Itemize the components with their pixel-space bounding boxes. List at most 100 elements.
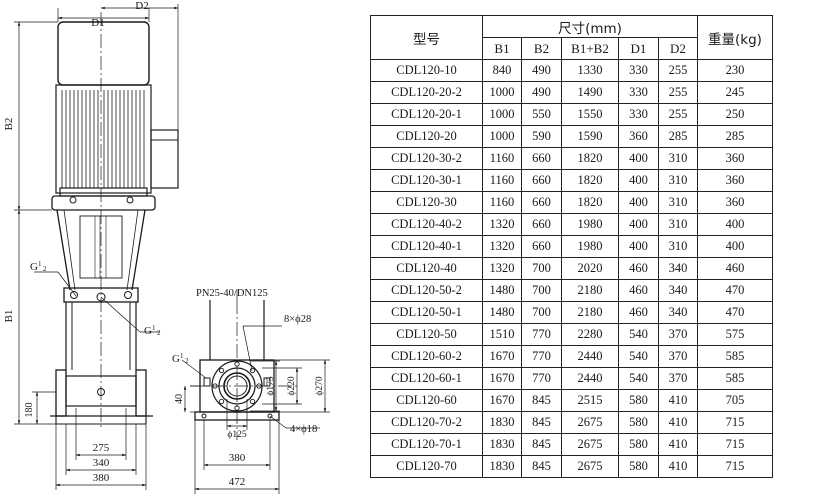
cell-b1: 1320 — [482, 235, 522, 258]
cell-d2: 410 — [658, 389, 698, 412]
cell-model: CDL120-10 — [370, 59, 483, 82]
cell-b1: 1160 — [482, 169, 522, 192]
motor-fins — [61, 90, 145, 188]
cell-model: CDL120-40 — [370, 257, 483, 280]
cell-weight: 715 — [697, 433, 773, 456]
cell-b1-b2: 2280 — [561, 323, 619, 346]
cell-model: CDL120-30-1 — [370, 169, 483, 192]
header-model: 型号 — [370, 15, 483, 60]
cell-b1: 1480 — [482, 279, 522, 302]
cell-b2: 770 — [521, 323, 562, 346]
label-base-holes: 4×ϕ18 — [290, 424, 317, 435]
pump-front-view — [50, 12, 179, 430]
cell-weight: 585 — [697, 345, 773, 368]
cell-d2: 285 — [658, 125, 698, 148]
cell-weight: 575 — [697, 323, 773, 346]
cell-model: CDL120-60-1 — [370, 367, 483, 390]
cell-model: CDL120-20-2 — [370, 81, 483, 104]
cell-weight: 705 — [697, 389, 773, 412]
cell-b2: 845 — [521, 433, 562, 456]
cell-model: CDL120-70-1 — [370, 433, 483, 456]
cell-b1: 1160 — [482, 147, 522, 170]
cell-b1: 1000 — [482, 81, 522, 104]
svg-text:2: 2 — [157, 329, 161, 337]
cell-d2: 340 — [658, 279, 698, 302]
cell-b1-b2: 2440 — [561, 367, 619, 390]
cell-weight: 245 — [697, 81, 773, 104]
cell-d2: 310 — [658, 169, 698, 192]
cell-b1-b2: 2515 — [561, 389, 619, 412]
header-d2: D2 — [658, 37, 698, 60]
label-phi220: ϕ220 — [287, 376, 297, 396]
cell-b1: 1000 — [482, 125, 522, 148]
cell-weight: 470 — [697, 301, 773, 324]
cell-b1: 1320 — [482, 213, 522, 236]
cell-b2: 660 — [521, 213, 562, 236]
cell-d2: 255 — [658, 103, 698, 126]
cell-b2: 660 — [521, 147, 562, 170]
cell-b1: 1000 — [482, 103, 522, 126]
label-g-side: G — [172, 353, 180, 365]
cell-d1: 580 — [618, 455, 659, 478]
cell-model: CDL120-20-1 — [370, 103, 483, 126]
cell-b2: 490 — [521, 59, 562, 82]
cell-d1: 400 — [618, 147, 659, 170]
cell-d1: 400 — [618, 213, 659, 236]
cell-d2: 310 — [658, 213, 698, 236]
cell-b2: 700 — [521, 301, 562, 324]
cell-b1-b2: 1490 — [561, 81, 619, 104]
cell-d1: 400 — [618, 235, 659, 258]
cell-b1-b2: 2675 — [561, 455, 619, 478]
cell-d1: 330 — [618, 81, 659, 104]
cell-weight: 250 — [697, 103, 773, 126]
pump-base-view — [190, 300, 300, 440]
cell-d1: 580 — [618, 389, 659, 412]
cell-b1: 1670 — [482, 389, 522, 412]
cell-model: CDL120-50 — [370, 323, 483, 346]
cell-b1-b2: 2020 — [561, 257, 619, 280]
cell-d2: 370 — [658, 367, 698, 390]
cell-model: CDL120-70-2 — [370, 411, 483, 434]
cell-d1: 540 — [618, 323, 659, 346]
cell-b1: 1160 — [482, 191, 522, 214]
cell-model: CDL120-60-2 — [370, 345, 483, 368]
label-d2: D2 — [135, 0, 148, 12]
cell-b1-b2: 1330 — [561, 59, 619, 82]
cell-d2: 370 — [658, 323, 698, 346]
dim-180: 180 — [24, 403, 35, 418]
svg-text:1: 1 — [38, 260, 42, 268]
cell-b1-b2: 2675 — [561, 433, 619, 456]
cell-d2: 410 — [658, 433, 698, 456]
cell-weight: 715 — [697, 411, 773, 434]
cell-b1-b2: 1820 — [561, 191, 619, 214]
cell-b1-b2: 1550 — [561, 103, 619, 126]
cell-b2: 660 — [521, 169, 562, 192]
cell-b1: 1830 — [482, 455, 522, 478]
front-dimensions — [14, 4, 179, 490]
cell-weight: 470 — [697, 279, 773, 302]
svg-text:1: 1 — [180, 352, 184, 360]
cell-weight: 360 — [697, 147, 773, 170]
pump-dimension-drawing: D1 D2 B2 B1 180 275 340 380 G 1 2 G 1 2 … — [3, 0, 330, 494]
cell-d1: 330 — [618, 103, 659, 126]
header-size-group: 尺寸(mm) — [482, 15, 698, 38]
cell-d2: 310 — [658, 191, 698, 214]
cell-d2: 340 — [658, 301, 698, 324]
cell-weight: 715 — [697, 455, 773, 478]
label-flange: PN25-40/DN125 — [196, 288, 268, 299]
base-dimensions — [181, 290, 330, 494]
cell-b1-b2: 2180 — [561, 279, 619, 302]
label-phi175: ϕ175 — [266, 376, 276, 396]
label-b2: B2 — [3, 118, 15, 131]
cell-d2: 410 — [658, 455, 698, 478]
cell-d1: 580 — [618, 411, 659, 434]
